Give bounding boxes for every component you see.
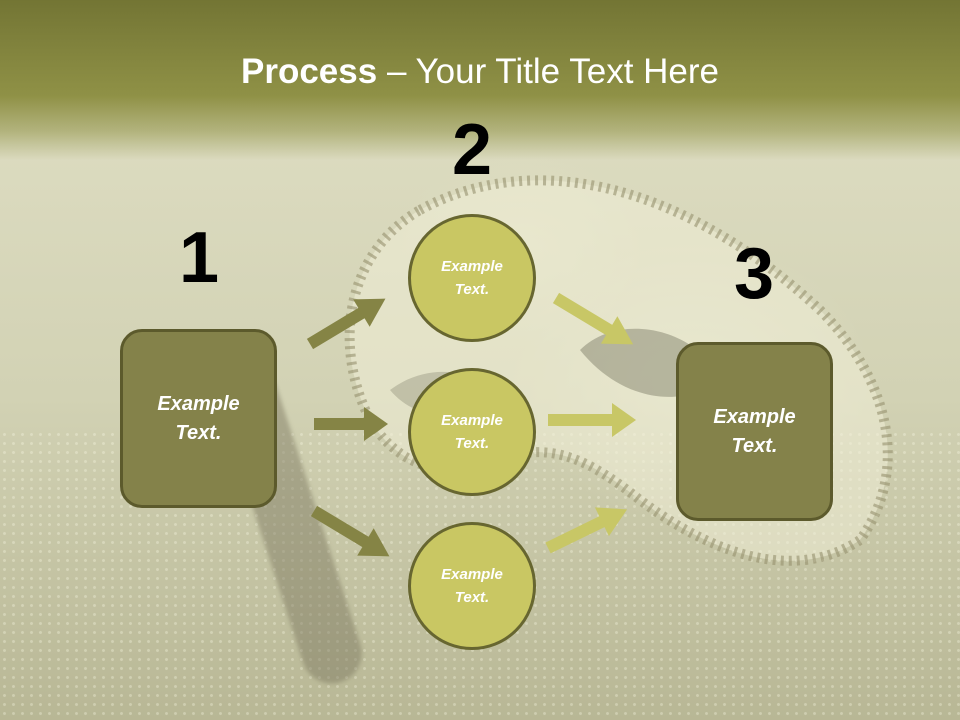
arrow-box-to-circle-top: [306, 298, 386, 350]
process-box-right: Example Text.: [676, 342, 833, 521]
header-band: [0, 0, 960, 160]
circle-middle-text: Example Text.: [441, 412, 503, 452]
box-left-text: Example Text.: [157, 392, 240, 444]
arrow-box-to-circle-bottom: [310, 505, 390, 557]
circle-top-text: Example Text.: [441, 258, 503, 298]
arrow-circle-middle-to-box: [548, 403, 636, 437]
process-box-left: Example Text.: [120, 329, 277, 508]
title-rest: – Your Title Text Here: [377, 52, 719, 91]
process-circle-middle: Example Text.: [408, 368, 536, 496]
step-number-1: 1: [178, 218, 220, 298]
box-right-text: Example Text.: [713, 405, 796, 457]
process-circle-top: Example Text.: [408, 214, 536, 342]
slide-title: Process – Your Title Text Here: [0, 52, 960, 92]
process-circle-bottom: Example Text.: [408, 522, 536, 650]
title-bold: Process: [241, 52, 378, 91]
arrow-box-to-circle-middle: [314, 407, 388, 441]
arrow-circle-bottom-to-box: [545, 507, 628, 554]
step-number-3: 3: [733, 234, 775, 314]
arrow-circle-top-to-box: [552, 292, 634, 345]
circle-bottom-text: Example Text.: [441, 566, 503, 606]
step-number-2: 2: [451, 110, 493, 190]
